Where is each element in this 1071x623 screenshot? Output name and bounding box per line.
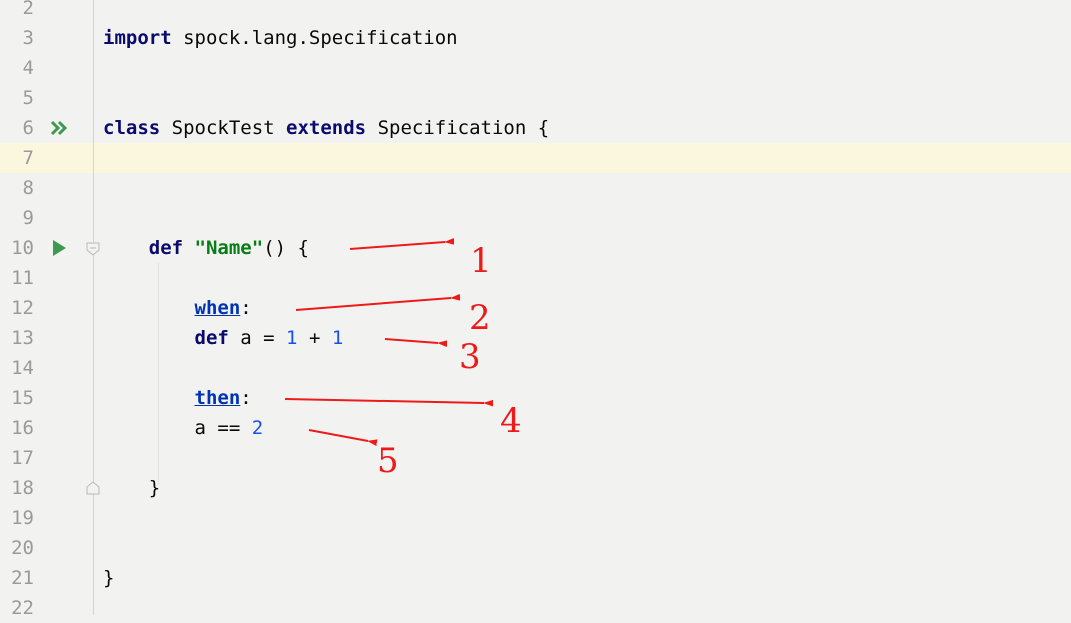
code-text[interactable]: def a = 1 + 1 [103,323,344,353]
annotation-number-1: 1 [470,241,492,281]
code-token [183,237,194,259]
line-number: 20 [11,537,34,559]
code-token: SpockTest [160,117,287,139]
code-line[interactable]: 14 [0,353,1071,383]
line-number: 5 [22,87,34,109]
code-token: when [194,297,241,319]
line-number: 22 [11,597,34,619]
line-number: 11 [11,267,34,289]
code-line[interactable]: 2 [0,0,1071,23]
code-line[interactable]: 5 [0,83,1071,113]
line-number: 10 [11,237,34,259]
line-number: 16 [11,417,34,439]
current-line-highlight [0,143,1071,173]
line-number: 7 [22,147,34,169]
code-line[interactable]: 9 [0,203,1071,233]
run-play-triangle-icon[interactable] [50,239,68,257]
code-token: () { [263,237,309,259]
line-number: 14 [11,357,34,379]
code-line[interactable]: 20 [0,533,1071,563]
code-line[interactable]: 19 [0,503,1071,533]
line-number: 17 [11,447,34,469]
indent-guide [158,263,159,485]
code-token: : [240,297,252,319]
code-token: class [103,117,161,139]
gutter-separator [93,0,94,615]
code-line[interactable]: 16 a == 2 [0,413,1071,443]
code-text[interactable]: when: [103,293,252,323]
line-number: 4 [22,57,34,79]
fold-collapse-icon[interactable] [86,242,100,256]
code-line[interactable]: 21} [0,563,1071,593]
code-line[interactable]: 12 when: [0,293,1071,323]
code-token: "Name" [194,237,264,259]
code-token: : [240,387,252,409]
annotation-number-4: 4 [500,401,522,441]
line-number: 21 [11,567,34,589]
code-line[interactable]: 18 } [0,473,1071,503]
code-token: } [103,477,161,499]
code-text[interactable]: then: [103,383,252,413]
run-all-double-chevron-icon[interactable] [50,119,68,137]
code-token: then [194,387,241,409]
code-token [103,297,195,319]
code-token: def [194,327,229,349]
code-text[interactable]: } [103,473,160,503]
code-token: def [148,237,184,259]
code-text[interactable]: } [103,563,114,593]
code-token: } [103,567,115,589]
line-number: 15 [11,387,34,409]
code-text[interactable]: import spock.lang.Specification [103,23,458,53]
line-number: 2 [22,0,34,19]
line-number: 19 [11,507,34,529]
code-token: import [103,27,172,49]
code-token: 1 [331,327,344,349]
code-line[interactable]: 6 class SpockTest extends Specification { [0,113,1071,143]
code-token [103,327,195,349]
line-number: 6 [22,117,34,139]
annotation-number-3: 3 [459,337,481,377]
code-line[interactable]: 7 [0,143,1071,173]
code-text[interactable]: def "Name"() { [103,233,309,263]
code-line[interactable]: 17 [0,443,1071,473]
code-token: 1 [286,327,298,349]
code-token: Specification { [366,117,550,139]
code-token: spock.lang.Specification [171,27,458,49]
line-number: 13 [11,327,34,349]
code-line[interactable]: 11 [0,263,1071,293]
line-number: 9 [22,207,34,229]
line-number: 12 [11,297,34,319]
line-number: 3 [22,27,34,49]
fold-end-icon[interactable] [86,481,100,495]
annotation-number-5: 5 [377,441,399,481]
code-line[interactable]: 10 def "Name"() { [0,233,1071,263]
code-line[interactable]: 22 [0,593,1071,623]
line-number: 8 [22,177,34,199]
code-line[interactable]: 15 then: [0,383,1071,413]
code-line[interactable]: 3 import spock.lang.Specification [0,23,1071,53]
code-line[interactable]: 8 [0,173,1071,203]
code-token: 2 [251,417,264,439]
code-token: a = [228,327,287,349]
code-token [103,417,195,439]
code-token [103,387,195,409]
code-line[interactable]: 4 [0,53,1071,83]
code-token: a == [194,417,252,439]
code-token: extends [286,117,367,139]
line-number: 18 [11,477,34,499]
code-token: + [297,327,332,349]
code-line[interactable]: 13 def a = 1 + 1 [0,323,1071,353]
annotation-number-2: 2 [469,298,491,338]
code-text[interactable]: a == 2 [103,413,264,443]
code-text[interactable]: class SpockTest extends Specification { [103,113,549,143]
code-token [103,237,149,259]
